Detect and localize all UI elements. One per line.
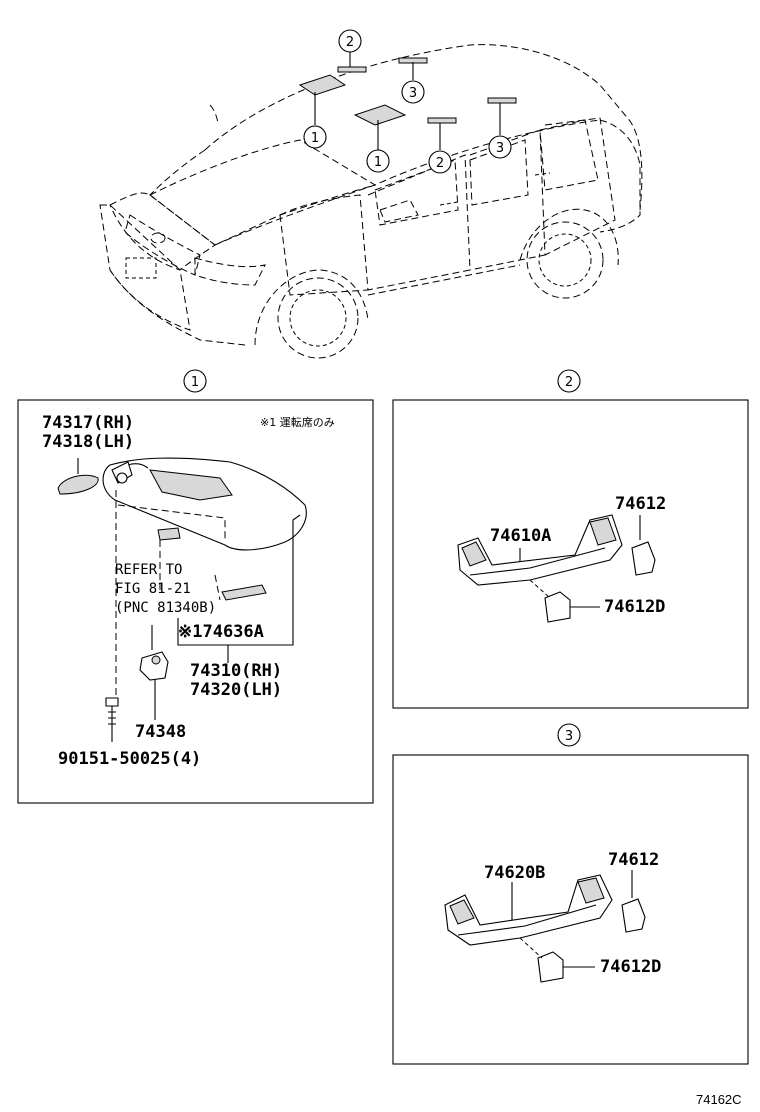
refer-line-2: FIG 81-21 [115,581,191,597]
panel-3-label: 3 [557,723,581,747]
part-74620B: 74620B [484,863,545,883]
svg-text:1: 1 [311,131,319,146]
panel-1-label: 1 [183,369,207,393]
part-74612D-a: 74612D [604,597,665,617]
part-74636A: ※174636A [178,622,264,642]
callout-3b: 3 [488,135,512,159]
panel-3-assist-grip: 3 74612 74620B 74612D [392,723,749,1065]
panel-2-frame [392,399,749,709]
part-74612-b: 74612 [608,850,659,870]
part-74318: 74318(LH) [42,432,134,452]
holder-74348-shape [139,651,169,681]
part-74612D-b: 74612D [600,957,661,977]
panel-2-assist-grip: 2 74612 74610A 74612D [392,369,749,709]
part-74320: 74320(LH) [190,680,282,700]
panel-1-frame [17,399,374,804]
vehicle-illustration: 1 1 2 2 3 3 [99,29,643,359]
part-74612-a: 74612 [615,494,666,514]
refer-line-3: (PNC 81340B) [115,600,216,616]
svg-text:2: 2 [346,35,354,50]
cap-74612-shape [631,541,656,576]
callout-1b: 1 [366,149,390,173]
panel-1-sun-visor: 1 ※1 運転席のみ 74317(RH) 74318(LH) REFER TO … [17,369,374,804]
panel-2-label: 2 [557,369,581,393]
screw-shape [105,697,119,707]
part-74348: 74348 [135,722,186,742]
driver-only-note: ※1 運転席のみ [260,415,335,429]
cap-74612D-shape-b [537,951,564,983]
svg-text:3: 3 [409,86,417,101]
callout-2b: 2 [428,150,452,174]
callout-3a: 3 [401,80,425,104]
figure-id: 74162C [696,1092,742,1107]
callout-1a: 1 [303,125,327,149]
part-74317: 74317(RH) [42,413,134,433]
part-74310: 74310(RH) [190,661,282,681]
panel-3-frame [392,754,749,1065]
callout-2a: 2 [338,29,362,53]
grip-74610A-shape [457,514,623,586]
sun-visor-shape [102,457,307,551]
svg-text:2: 2 [436,156,444,171]
cap-74612-shape-b [621,898,646,933]
svg-text:1: 1 [374,155,382,170]
vanity-mirror-shape [149,469,233,501]
svg-text:3: 3 [496,141,504,156]
refer-line-1: REFER TO [115,562,182,578]
mirror-cover-shape [221,584,267,601]
svg-text:2: 2 [565,375,573,390]
part-74610A: 74610A [490,526,551,546]
grip-74620B-shape [444,874,613,946]
svg-text:3: 3 [565,729,573,744]
part-90151: 90151-50025(4) [58,749,201,769]
cap-74612D-shape [544,591,571,623]
svg-text:1: 1 [191,375,199,390]
visor-holder-shape [57,474,99,495]
